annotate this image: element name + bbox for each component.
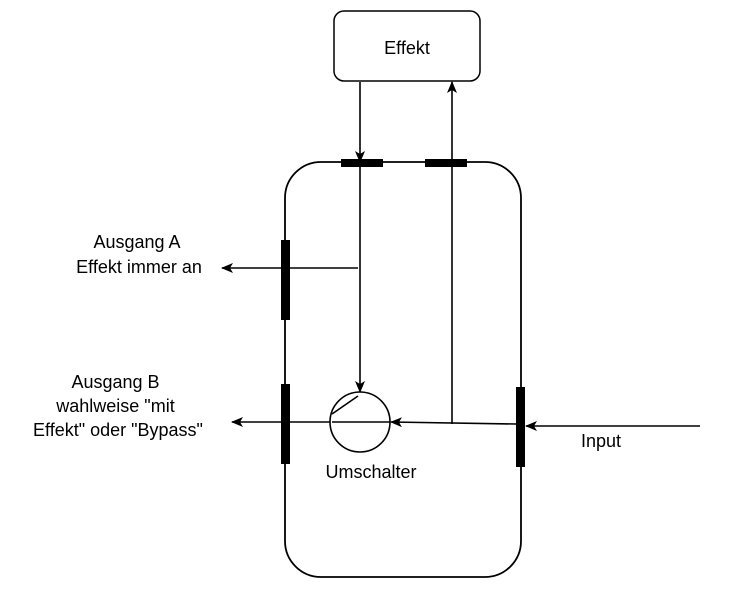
output-a-jack (281, 240, 290, 320)
ausgang-b-line-1: Ausgang B (71, 372, 159, 392)
ausgang-b-line-3: Effekt" oder "Bypass" (33, 420, 203, 440)
input-to-switch-arrow (390, 417, 517, 428)
output-b-jack (281, 384, 290, 464)
ausgang-a-line-1: Ausgang A (93, 232, 180, 252)
umschalter-switch (329, 391, 391, 453)
ausgang-b-label: Ausgang B wahlweise "mit Effekt" oder "B… (33, 372, 203, 440)
send-return-jack-in (341, 159, 383, 167)
umschalter-label: Umschalter (325, 462, 416, 482)
ausgang-b-line-2: wahlweise "mit (55, 396, 174, 416)
connections (221, 81, 700, 431)
input-label: Input (581, 431, 621, 451)
send-return-jack-out (425, 159, 467, 167)
device-enclosure (284, 161, 522, 578)
ausgang-a-label: Ausgang A Effekt immer an (76, 232, 202, 277)
ausgang-a-line-2: Effekt immer an (76, 257, 202, 277)
effekt-box: Effekt (333, 10, 481, 82)
jacks (281, 159, 525, 467)
effekt-box-label: Effekt (384, 38, 430, 58)
input-jack (516, 387, 525, 467)
